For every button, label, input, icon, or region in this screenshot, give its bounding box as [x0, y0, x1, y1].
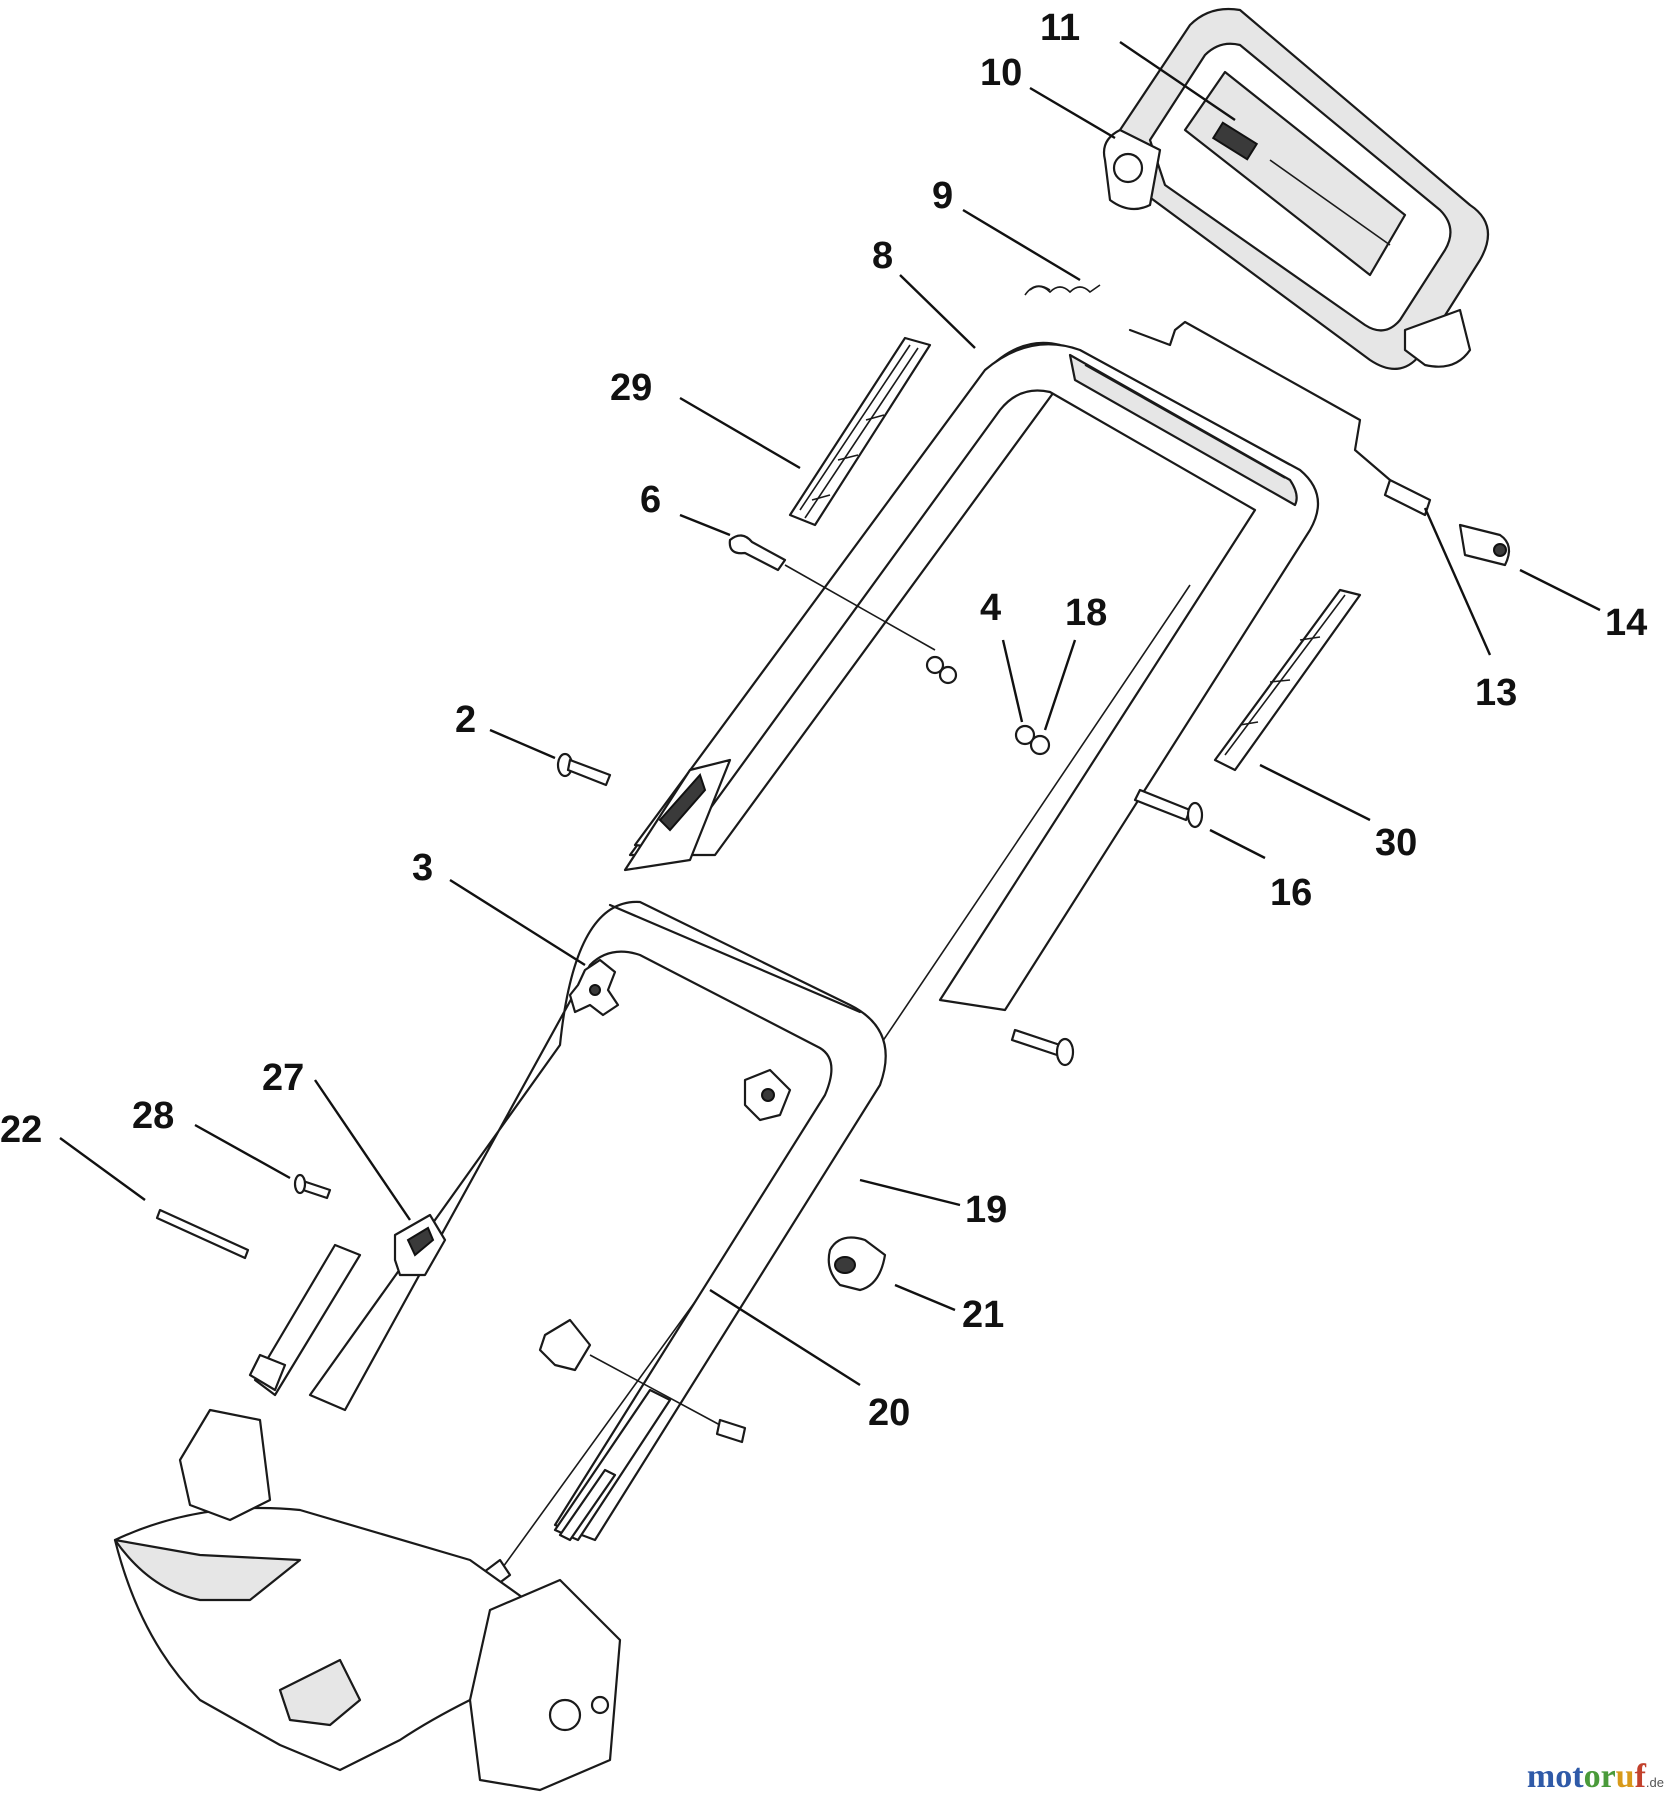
- callout-20: 20: [868, 1392, 910, 1434]
- lower-handle-tube: [248, 900, 887, 1542]
- leader-6: [679, 513, 731, 537]
- leader-22: [59, 1137, 146, 1201]
- leader-lines: [59, 41, 1601, 1387]
- hardware-bolt-16: [1133, 788, 1204, 829]
- callout-10: 10: [980, 52, 1022, 94]
- callout-labels: 11 10 9 8 29 6 4 18 14 13 2 30 3 16 27 2…: [0, 7, 1647, 1434]
- callout-19: 19: [965, 1189, 1007, 1231]
- leader-20: [709, 1288, 861, 1387]
- callout-16: 16: [1270, 872, 1312, 914]
- height-adjust-bracket: [393, 1213, 447, 1277]
- callout-30: 30: [1375, 822, 1417, 864]
- cable-guide-right: [1213, 588, 1362, 772]
- cable-end-fitting: [1458, 523, 1511, 567]
- callout-27: 27: [262, 1057, 304, 1099]
- cable-clamp: [827, 1236, 887, 1292]
- callout-9: 9: [932, 175, 953, 217]
- callout-22: 22: [0, 1109, 42, 1151]
- leader-16: [1209, 828, 1266, 860]
- leader-21: [894, 1283, 956, 1312]
- watermark-part-3: u: [1615, 1758, 1635, 1795]
- hardware-bolt-28: [293, 1173, 332, 1200]
- leader-2: [489, 728, 556, 760]
- callout-13: 13: [1475, 672, 1517, 714]
- handle-grip-assembly: [1102, 7, 1490, 370]
- callout-4: 4: [980, 587, 1001, 629]
- leader-28: [194, 1123, 291, 1180]
- callout-14: 14: [1605, 602, 1647, 644]
- pin-rod: [155, 1208, 250, 1260]
- cable-guide-left: [788, 336, 932, 527]
- spring-part: [1024, 284, 1101, 296]
- callout-21: 21: [962, 1294, 1004, 1336]
- leader-10: [1029, 86, 1116, 140]
- leader-27: [314, 1079, 411, 1221]
- leader-13: [1423, 507, 1492, 656]
- leader-29: [679, 396, 801, 470]
- leader-30: [1259, 763, 1371, 822]
- hardware-bolt-2: [556, 752, 612, 787]
- watermark-part-2: or: [1583, 1758, 1616, 1795]
- watermark-part-4: f: [1634, 1758, 1646, 1795]
- callout-3: 3: [412, 847, 433, 889]
- hardware-washer-4-18: [1014, 724, 1051, 756]
- callout-8: 8: [872, 235, 893, 277]
- callout-18: 18: [1065, 592, 1107, 634]
- watermark-tld: .de: [1645, 1775, 1664, 1790]
- leader-14: [1519, 568, 1601, 612]
- callout-6: 6: [640, 479, 661, 521]
- lower-bracket: [538, 1318, 747, 1444]
- callout-2: 2: [455, 699, 476, 741]
- leader-18: [1043, 639, 1077, 731]
- callout-28: 28: [132, 1095, 174, 1137]
- mower-deck-housing: [113, 1408, 622, 1792]
- site-watermark: motoruf.de: [1527, 1758, 1664, 1796]
- leader-9: [962, 208, 1081, 282]
- leader-3: [449, 878, 586, 967]
- callout-11: 11: [1040, 7, 1080, 49]
- control-rod: [1128, 320, 1432, 517]
- callout-29: 29: [610, 367, 652, 409]
- leader-11: [1119, 41, 1236, 121]
- leader-8: [899, 274, 976, 349]
- cable-bracket: [743, 1068, 792, 1122]
- upper-handle-tube: [623, 341, 1320, 1012]
- watermark-part-1: mot: [1526, 1758, 1584, 1795]
- handle-knob: [568, 958, 620, 1017]
- hardware-bolt-6: [728, 534, 958, 685]
- leader-4: [1001, 639, 1024, 723]
- leader-19: [859, 1178, 961, 1207]
- hardware-bolt-lower-right: [1010, 1028, 1075, 1067]
